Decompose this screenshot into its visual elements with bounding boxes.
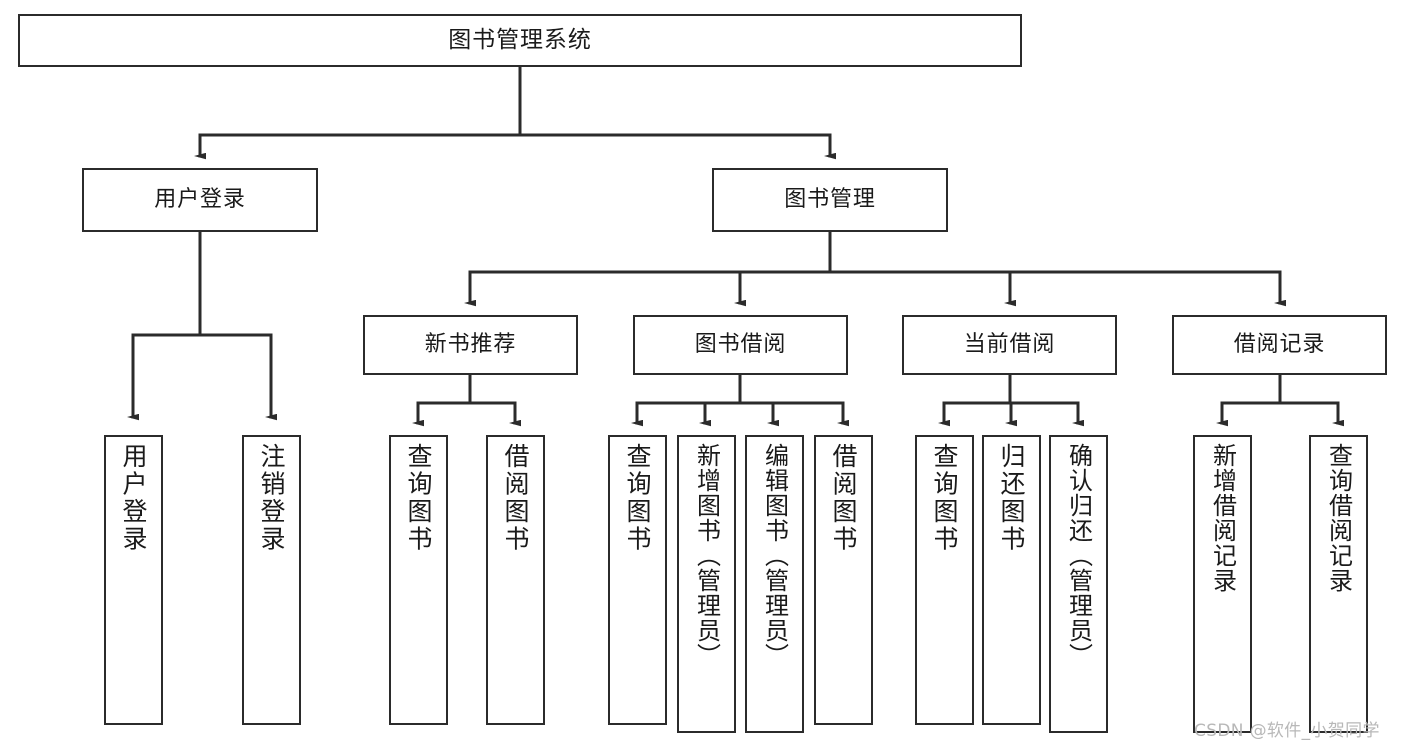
node-label: 用户登录 [119, 443, 148, 553]
node-label: 图书管理 [784, 187, 876, 213]
node-label: 借阅记录 [1233, 332, 1326, 358]
leaf-add-book[interactable]: 新增图书（管理员） [677, 435, 736, 733]
node-new-book-recommend[interactable]: 新书推荐 [363, 315, 578, 375]
node-label: 查询图书 [404, 443, 433, 553]
node-book-borrow[interactable]: 图书借阅 [633, 315, 848, 375]
node-user-login[interactable]: 用户登录 [82, 168, 318, 232]
node-label: 编辑图书（管理员） [760, 443, 789, 668]
node-label: 新增图书（管理员） [692, 443, 721, 668]
node-label: 查询借阅记录 [1324, 443, 1353, 593]
leaf-edit-book[interactable]: 编辑图书（管理员） [745, 435, 804, 733]
node-label: 当前借阅 [963, 332, 1056, 358]
node-label: 新书推荐 [424, 332, 517, 358]
leaf-borrow-book-recommend[interactable]: 借阅图书 [486, 435, 545, 725]
node-label: 用户登录 [154, 187, 246, 213]
node-label: 确认归还（管理员） [1064, 443, 1093, 668]
leaf-confirm-return[interactable]: 确认归还（管理员） [1049, 435, 1108, 733]
leaf-add-borrow-record[interactable]: 新增借阅记录 [1193, 435, 1252, 733]
leaf-user-login[interactable]: 用户登录 [104, 435, 163, 725]
node-borrow-record[interactable]: 借阅记录 [1172, 315, 1387, 375]
node-label: 查询图书 [930, 443, 959, 553]
csdn-watermark: CSDN @软件_小贺同学 [1194, 721, 1380, 741]
node-label: 借阅图书 [829, 443, 858, 553]
node-label: 图书借阅 [694, 332, 787, 358]
leaf-logout-login[interactable]: 注销登录 [242, 435, 301, 725]
leaf-query-book-recommend[interactable]: 查询图书 [389, 435, 448, 725]
leaf-query-borrow-record[interactable]: 查询借阅记录 [1309, 435, 1368, 733]
node-label: 注销登录 [257, 443, 286, 553]
node-book-management[interactable]: 图书管理 [712, 168, 948, 232]
leaf-query-book-current[interactable]: 查询图书 [915, 435, 974, 725]
leaf-return-book[interactable]: 归还图书 [982, 435, 1041, 725]
node-label: 查询图书 [623, 443, 652, 553]
leaf-query-book-borrow[interactable]: 查询图书 [608, 435, 667, 725]
node-current-borrow[interactable]: 当前借阅 [902, 315, 1117, 375]
node-root-system[interactable]: 图书管理系统 [18, 14, 1022, 67]
node-label: 图书管理系统 [448, 26, 592, 53]
node-label: 借阅图书 [501, 443, 530, 553]
leaf-borrow-book[interactable]: 借阅图书 [814, 435, 873, 725]
node-label: 归还图书 [997, 443, 1026, 553]
node-label: 新增借阅记录 [1208, 443, 1237, 593]
